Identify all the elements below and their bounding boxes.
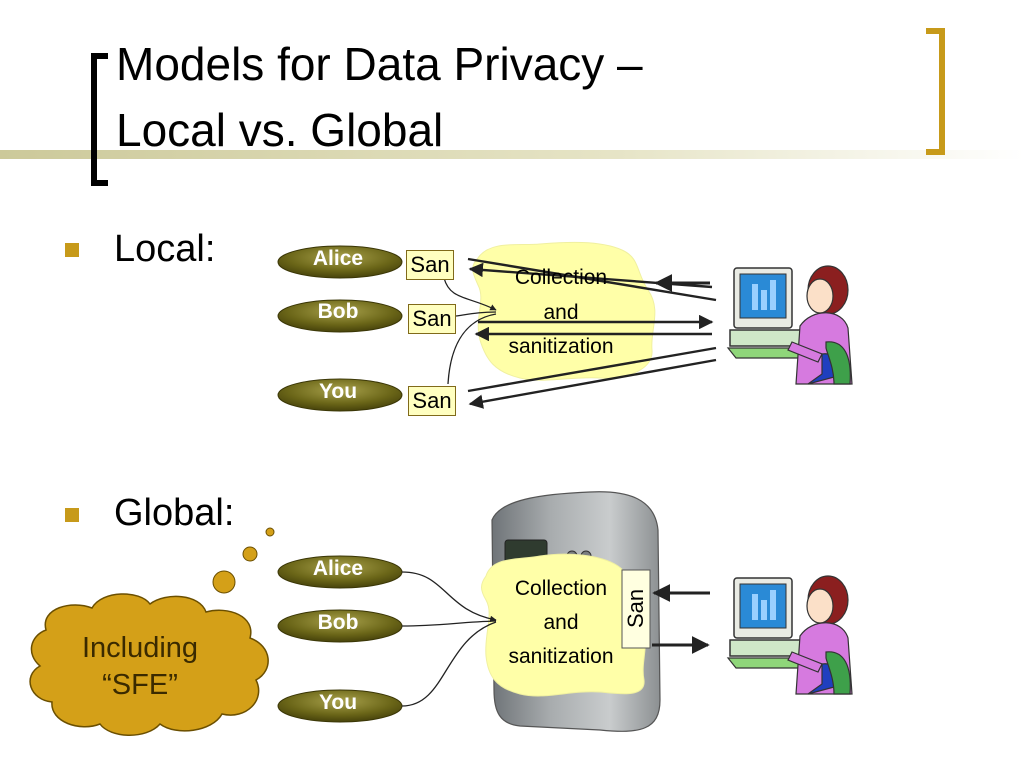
local-arrow-7 <box>467 346 717 393</box>
global-center-line1: Collection <box>514 577 608 600</box>
global-center-line3: sanitization <box>508 645 614 668</box>
local-bob-label: Bob <box>317 300 359 323</box>
local-pill-bob <box>277 299 403 333</box>
local-connector-3 <box>447 313 497 385</box>
thought-bubble-large <box>212 570 236 594</box>
global-connector-2 <box>401 620 497 627</box>
local-you-label: You <box>318 380 358 403</box>
local-connector-2 <box>455 311 497 317</box>
local-analyst-icon <box>726 265 853 385</box>
thought-bubble-medium <box>242 546 258 562</box>
global-connector-3 <box>401 621 497 707</box>
slide-title-line2: Local vs. Global <box>116 104 444 156</box>
global-you-label: You <box>318 691 358 714</box>
local-center-line2: and <box>543 301 579 324</box>
slide-title-line1: Models for Data Privacy – <box>116 38 643 90</box>
left-bracket <box>91 53 108 186</box>
local-label: Local: <box>114 228 216 270</box>
local-pill-alice <box>277 245 403 279</box>
global-connector-1 <box>401 571 497 623</box>
local-alice-label: Alice <box>312 247 364 270</box>
thought-bubble-small <box>265 527 275 537</box>
title-decoration <box>0 28 1024 186</box>
local-connector-1 <box>443 277 497 311</box>
local-san-box-alice: San <box>406 250 454 280</box>
local-arrow-1 <box>467 257 717 302</box>
local-san-box-you: San <box>408 386 456 416</box>
right-bracket <box>926 28 945 155</box>
bullet-local <box>65 243 79 257</box>
thought-cloud-line2: “SFE” <box>102 669 178 701</box>
local-san-box-bob: San <box>408 304 456 334</box>
global-model <box>29 491 710 736</box>
local-model <box>277 241 717 412</box>
global-san-label: San <box>623 588 648 628</box>
bullet-global <box>65 508 79 522</box>
global-collection-cloud <box>481 553 646 697</box>
global-label: Global: <box>114 492 235 534</box>
thought-cloud-line1: Including <box>81 632 199 664</box>
local-center-line3: sanitization <box>508 335 614 358</box>
local-collection-cloud <box>472 241 656 381</box>
title-rule <box>0 150 1024 159</box>
global-alice-label: Alice <box>312 557 364 580</box>
thought-cloud <box>29 593 269 736</box>
global-bob-label: Bob <box>317 611 359 634</box>
local-pill-you <box>277 378 403 412</box>
global-center-line2: and <box>543 611 579 634</box>
global-analyst-icon <box>726 575 853 695</box>
local-center-line1: Collection <box>514 266 608 289</box>
local-arrow-8 <box>468 358 717 409</box>
global-san-box <box>621 569 651 649</box>
